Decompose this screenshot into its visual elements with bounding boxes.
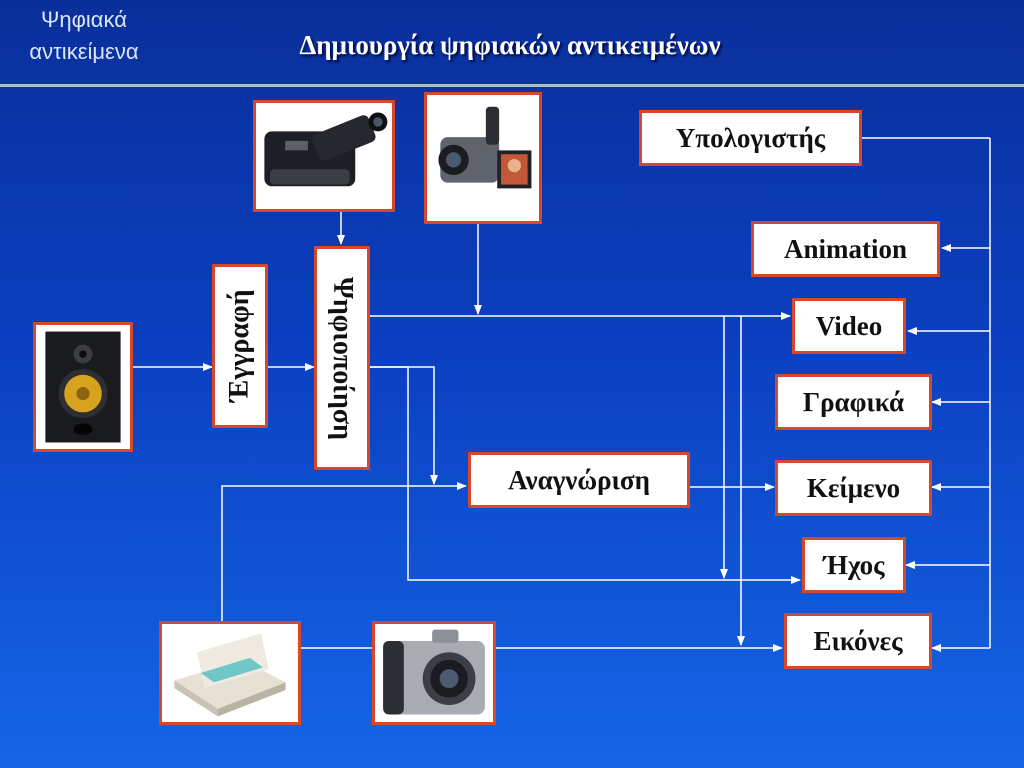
recognition-box: Αναγνώριση	[468, 452, 690, 508]
video-box: Video	[792, 298, 906, 354]
speaker-icon	[33, 322, 133, 452]
arrow-digitization-sound	[370, 366, 801, 584]
corner-title-line1: Ψηφιακά	[41, 7, 127, 32]
scanner-icon	[159, 621, 301, 725]
animation-box: Animation	[751, 221, 940, 277]
graphics-box: Γραφικά	[775, 374, 932, 430]
corner-title-line2: αντικείμενα	[29, 39, 139, 64]
corner-title: Ψηφιακά αντικείμενα	[0, 4, 168, 68]
recording-box: Έγγραφή	[212, 264, 268, 428]
arrow-digitization-recognition	[370, 366, 438, 485]
digital-camera-icon	[372, 621, 496, 725]
digitization-box: Ψηφιοποίηση	[314, 246, 370, 470]
arrow-scanner-recognition	[221, 482, 467, 621]
computer-box: Υπολογιστής	[639, 110, 862, 166]
title-divider	[0, 84, 1024, 87]
slide-title: Δημιουργία ψηφιακών αντικειμένων	[299, 30, 721, 60]
sound-box: Ήχος	[802, 537, 906, 593]
camcorder-icon	[424, 92, 542, 224]
images-box: Εικόνες	[784, 613, 932, 669]
text-box: Κείμενο	[775, 460, 932, 516]
video-camera-icon	[253, 100, 395, 212]
